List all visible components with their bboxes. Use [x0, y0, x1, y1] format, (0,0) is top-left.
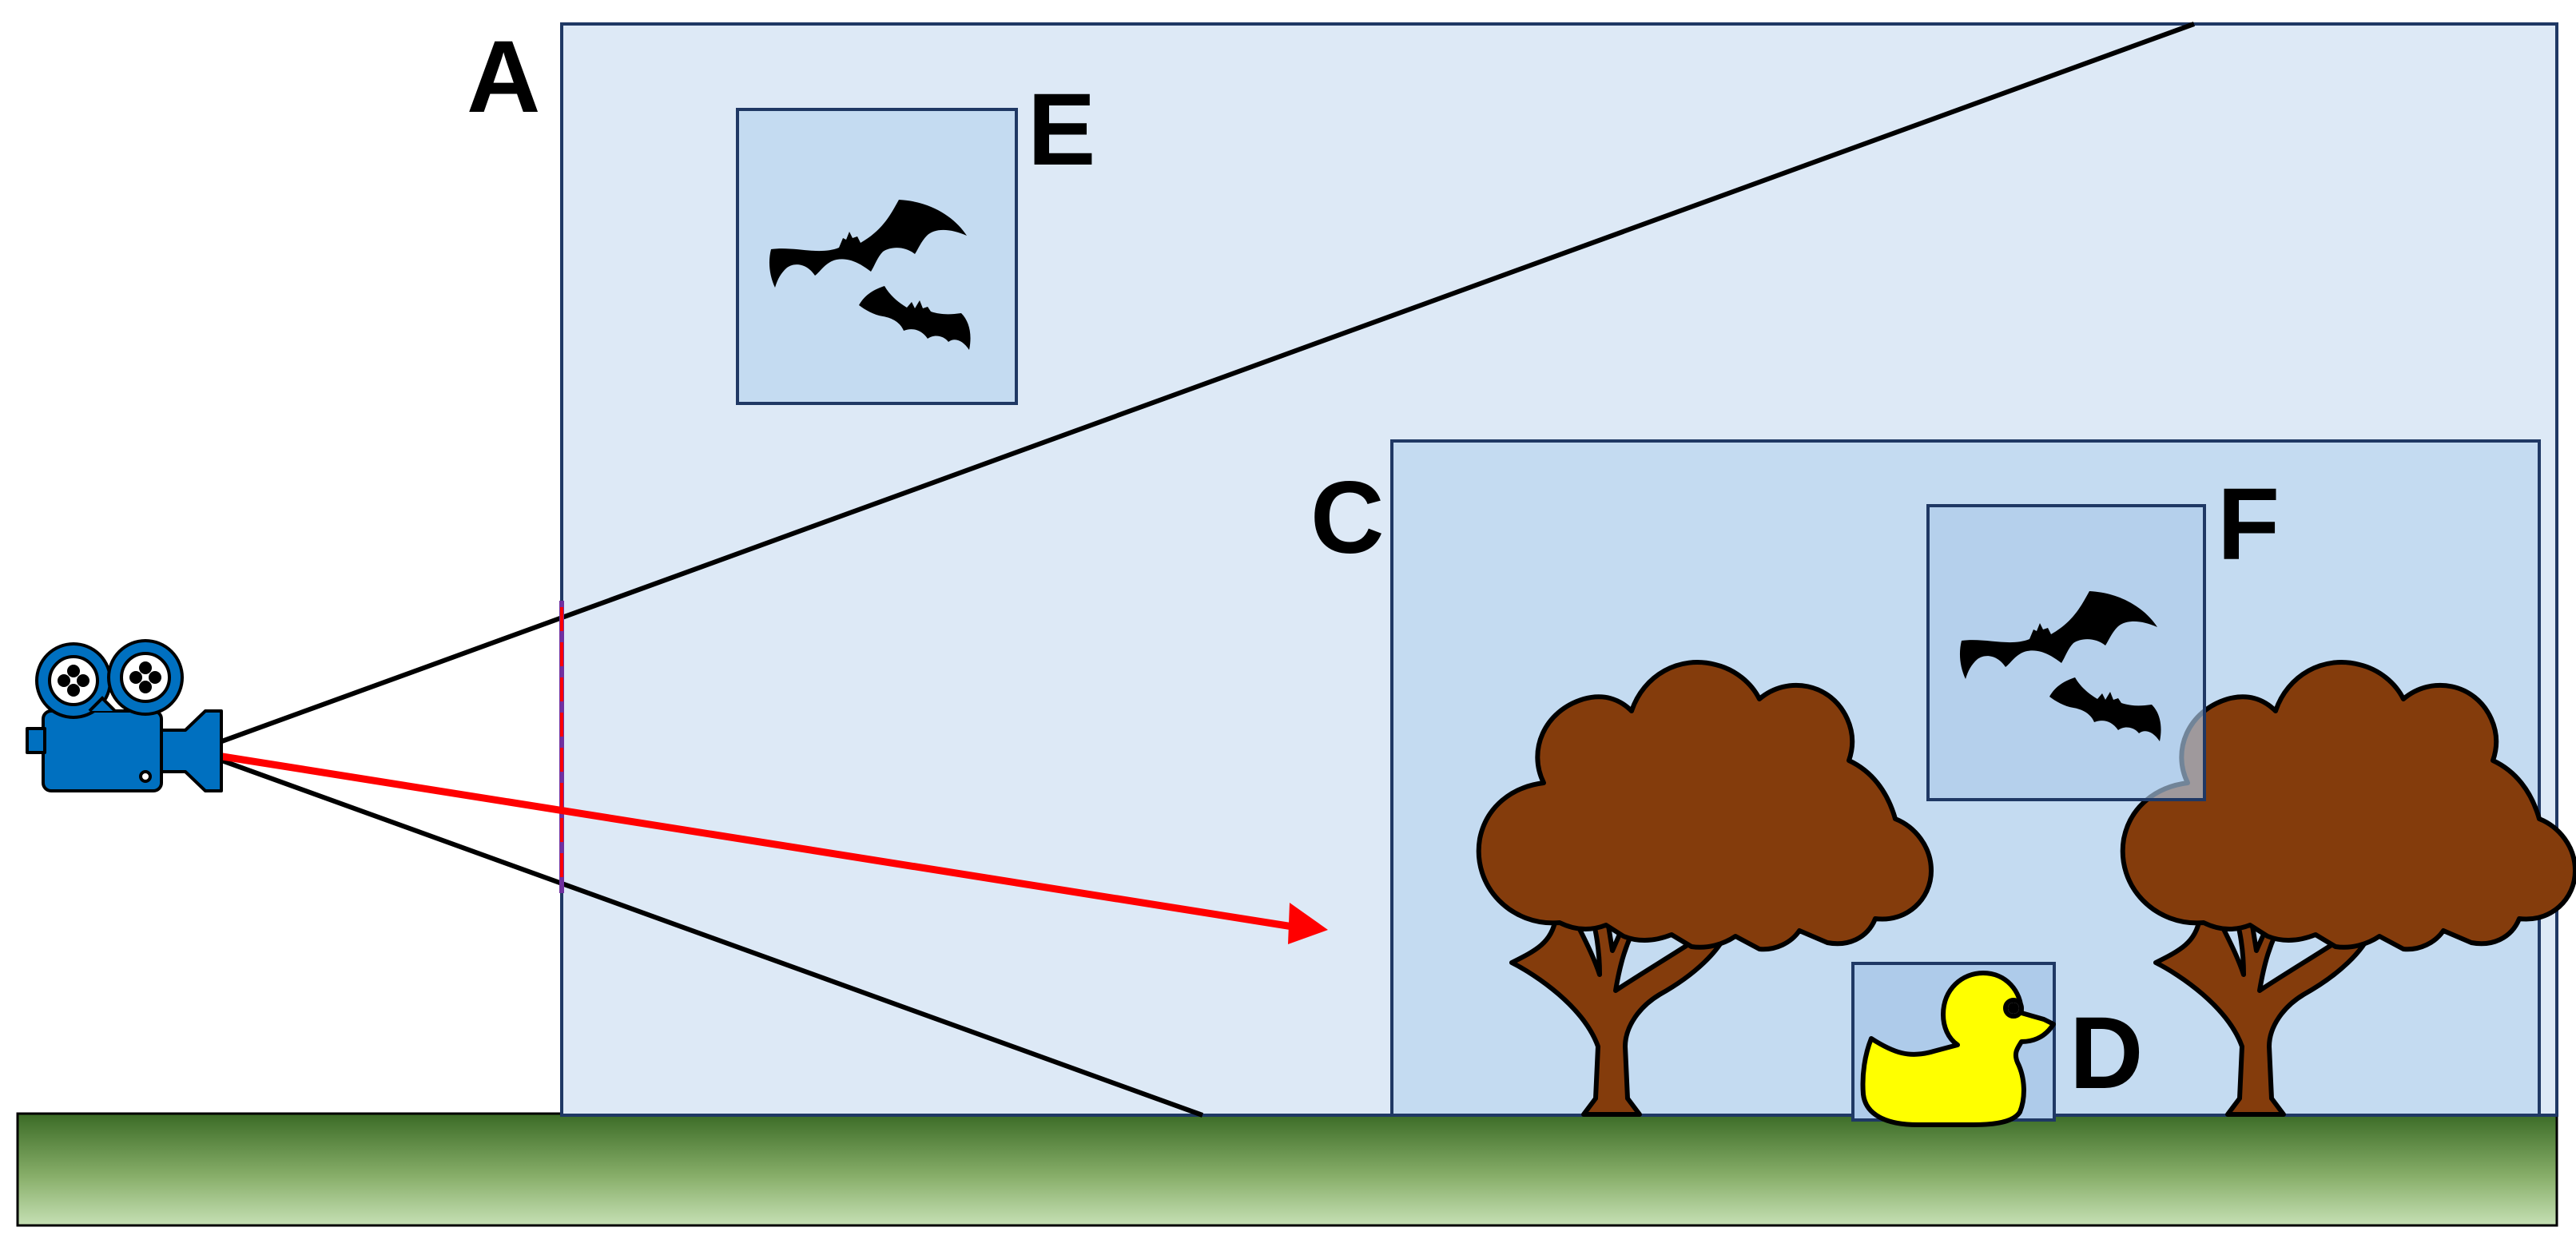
ray-arrow [217, 752, 1294, 931]
label-f: F [2217, 467, 2280, 582]
label-c: C [1310, 461, 1384, 575]
label-e: E [1028, 73, 1095, 187]
label-d: D [2069, 996, 2143, 1110]
ray-arrowhead [1288, 903, 1328, 944]
ground [16, 1112, 2558, 1227]
duck-icon [1860, 971, 2056, 1127]
camera-icon [26, 639, 223, 792]
frustum-line-bottom [216, 757, 1204, 1118]
label-a: A [467, 20, 540, 134]
frustum-line-top [216, 22, 2196, 745]
